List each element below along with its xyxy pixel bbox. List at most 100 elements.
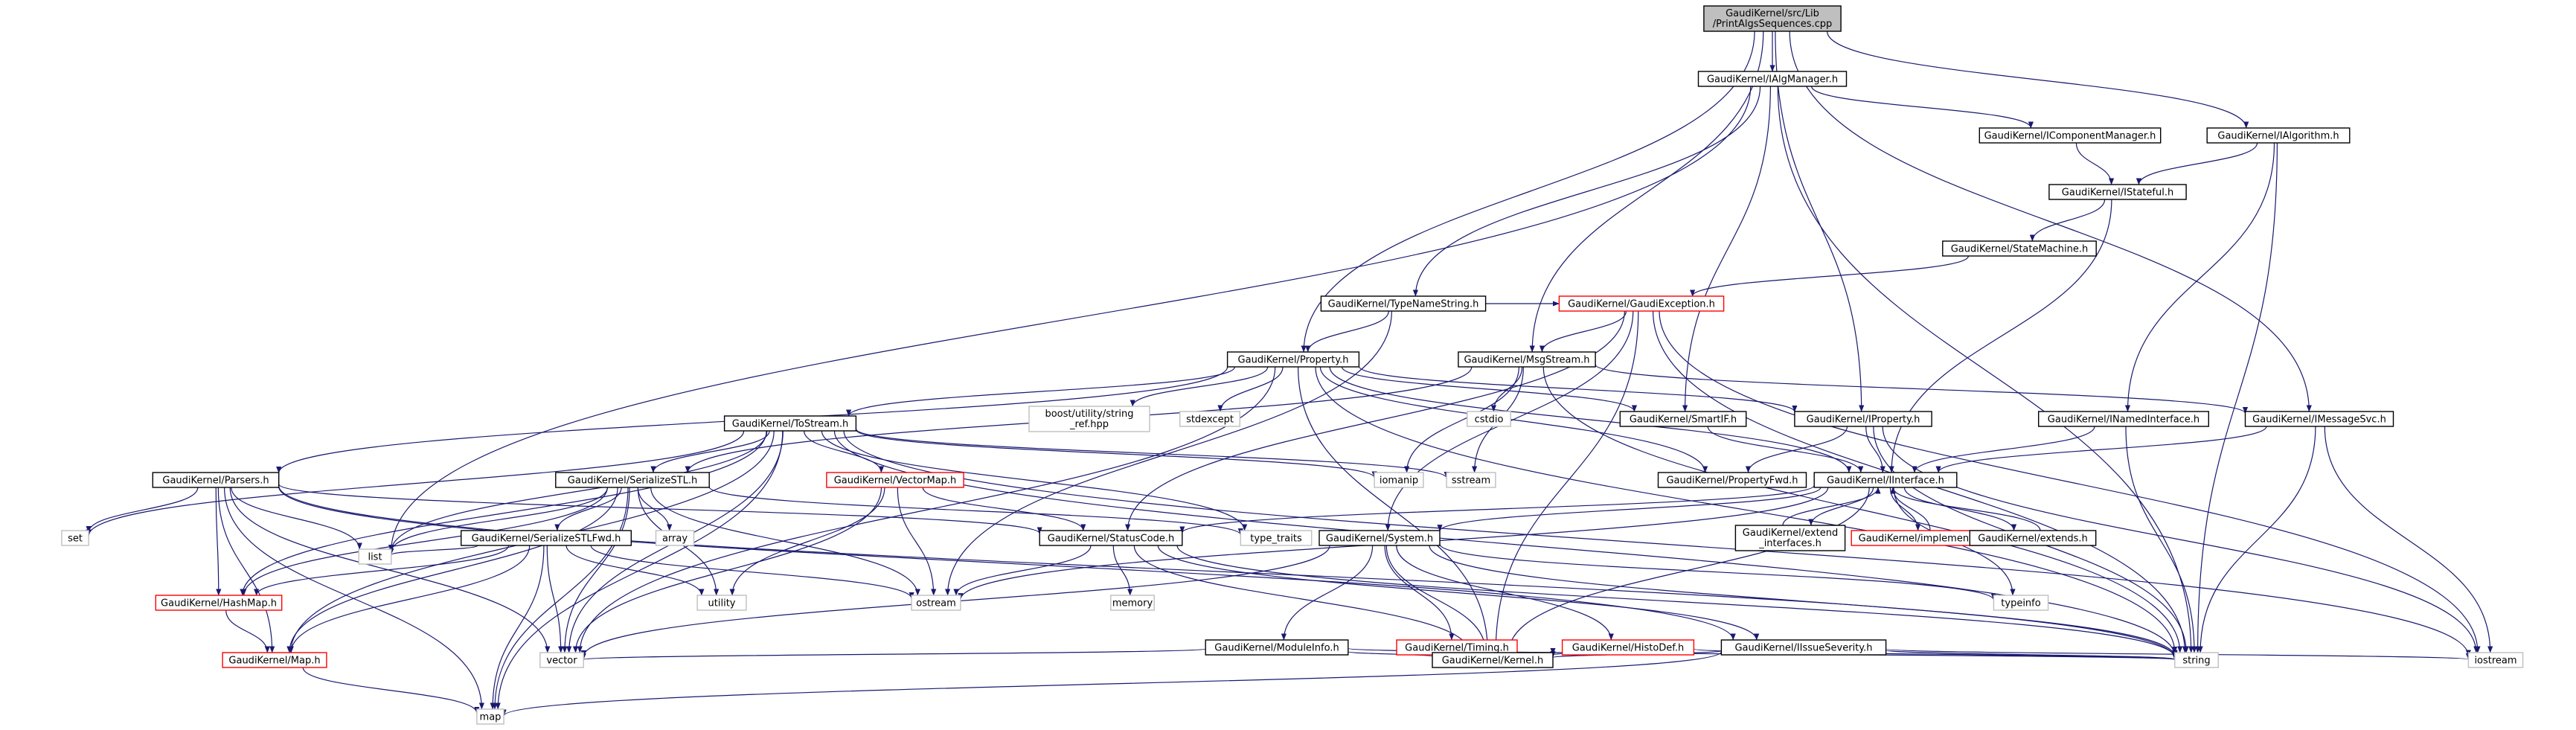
edge-line: [492, 487, 629, 710]
node-extends[interactable]: GaudiKernel/extends.h: [1969, 530, 2097, 546]
edge-line: [302, 667, 480, 714]
node-label: GaudiKernel/IProperty.h: [1807, 414, 1920, 426]
edge-line: [1315, 366, 2178, 653]
node-stdexcept: stdexcept: [1179, 411, 1240, 427]
edge-statuscode-to-issueseverity: [1157, 545, 1760, 641]
node-box: [1734, 525, 1846, 551]
node-gaudiexception[interactable]: GaudiKernel/GaudiException.h: [1558, 295, 1725, 312]
node-serializestl[interactable]: GaudiKernel/SerializeSTL.h: [555, 472, 710, 488]
edge-line: [953, 545, 1092, 596]
node-property[interactable]: GaudiKernel/Property.h: [1226, 351, 1360, 368]
node-iproperty[interactable]: GaudiKernel/IProperty.h: [1794, 411, 1932, 427]
edge-line: [1903, 487, 2017, 531]
node-inamedinterface[interactable]: GaudiKernel/INamedInterface.h: [2037, 411, 2209, 427]
edge-tostream-to-hashmap: [240, 430, 767, 596]
edge-line: [1384, 545, 1455, 641]
node-ialgorithm[interactable]: GaudiKernel/IAlgorithm.h: [2206, 127, 2351, 144]
node-box: [1561, 639, 1695, 656]
node-tostream[interactable]: GaudiKernel/ToStream.h: [723, 415, 857, 432]
edge-line: [1707, 426, 1864, 473]
edge-line: [286, 487, 618, 653]
edge-line: [2195, 142, 2278, 653]
node-label: GaudiKernel/Map.h: [228, 656, 320, 667]
node-iinterface[interactable]: GaudiKernel/IInterface.h: [1813, 472, 1958, 488]
edge-line: [1888, 199, 2112, 473]
node-label: map: [480, 712, 502, 723]
edge-line: [1827, 31, 2249, 129]
edge-line: [1385, 545, 1489, 653]
edge-line: [86, 487, 199, 533]
edge-statuscode-to-string: [1176, 545, 2178, 659]
edge-tostream-to-sstream: [855, 428, 1449, 478]
edge-ialgorithm-to-inamedinterface: [2124, 142, 2275, 412]
edge-line: [217, 487, 275, 653]
edge-line: [231, 487, 362, 550]
edge-line: [388, 545, 478, 556]
edge-vectormap-to-ostream: [897, 487, 937, 596]
edge-inamedinterface-to-iinterface: [1912, 426, 2095, 473]
edge-line: [1890, 487, 2041, 531]
node-timing[interactable]: GaudiKernel/Timing.h: [1396, 639, 1518, 656]
node-label: _interfaces.h: [1758, 538, 1822, 549]
node-msgstream[interactable]: GaudiKernel/MsgStream.h: [1458, 351, 1596, 368]
edge-serializestlfwd-to-list: [388, 545, 478, 556]
edge-serializestl-to-map: [492, 487, 629, 710]
node-ialgmanager[interactable]: GaudiKernel/IAlgManager.h: [1697, 71, 1848, 87]
edge-serializestl-to-list: [388, 487, 608, 552]
node-serializestlfwd[interactable]: GaudiKernel/SerializeSTLFwd.h: [461, 530, 632, 546]
edge-line: [1775, 31, 1865, 412]
edge-tostream-to-iomanip: [855, 429, 1377, 478]
edge-line: [1404, 366, 1519, 473]
node-imessagesvc[interactable]: GaudiKernel/IMessageSvc.h: [2244, 411, 2394, 427]
edge-line: [1493, 310, 1639, 653]
node-propertyfwd[interactable]: GaudiKernel/PropertyFwd.h: [1657, 472, 1807, 488]
edge-histodef-to-kernel: [1550, 647, 1563, 655]
node-box: [555, 472, 710, 488]
node-vectormap[interactable]: GaudiKernel/VectorMap.h: [826, 472, 964, 488]
edge-statemachine-to-gaudiexception: [1690, 255, 1969, 297]
node-icomponentmanager[interactable]: GaudiKernel/IComponentManager.h: [1979, 127, 2162, 144]
edge-moduleinfo-to-kernel: [1348, 650, 1435, 657]
node-label: type_traits: [1250, 534, 1302, 545]
node-label: GaudiKernel/Timing.h: [1405, 643, 1509, 654]
node-box: [2467, 652, 2524, 668]
edge-line: [388, 487, 608, 552]
edge-line: [1305, 310, 1389, 353]
node-extend-interfaces[interactable]: GaudiKernel/extend_interfaces.h: [1734, 525, 1846, 551]
node-statuscode[interactable]: GaudiKernel/StatusCode.h: [1039, 530, 1183, 546]
node-string: string: [2174, 652, 2219, 668]
node-map[interactable]: GaudiKernel/Map.h: [222, 652, 327, 668]
edge-moduleinfo-to-vector: [581, 648, 1206, 661]
node-parsers[interactable]: GaudiKernel/Parsers.h: [152, 472, 280, 488]
node-map: map: [476, 708, 504, 725]
node-box: [1039, 530, 1183, 546]
node-moduleinfo[interactable]: GaudiKernel/ModuleInfo.h: [1205, 639, 1349, 656]
edge-line: [1429, 545, 2178, 658]
node-label: iomanip: [1380, 476, 1418, 487]
node-histodef[interactable]: GaudiKernel/HistoDef.h: [1561, 639, 1695, 656]
node-box: [1720, 639, 1887, 656]
node-typenamestring[interactable]: GaudiKernel/TypeNameString.h: [1320, 295, 1487, 312]
edge-line: [637, 487, 673, 531]
node-statemachine[interactable]: GaudiKernel/StateMachine.h: [1942, 240, 2097, 257]
node-istateful[interactable]: GaudiKernel/IStateful.h: [2048, 184, 2187, 200]
edge-system-to-typeinfo: [1439, 543, 1996, 601]
node-root[interactable]: GaudiKernel/src/Lib/PrintAlgsSequences.c…: [1703, 5, 1842, 32]
node-issueseverity[interactable]: GaudiKernel/IIssueSeverity.h: [1720, 639, 1887, 656]
edge-line: [1745, 426, 1848, 473]
edge-line: [1341, 366, 1637, 412]
node-box: [155, 595, 283, 611]
node-box: [696, 595, 747, 611]
edge-inamedinterface-to-string: [2125, 426, 2197, 653]
edge-map-to-map: [302, 667, 480, 714]
node-smartif[interactable]: GaudiKernel/SmartIF.h: [1619, 411, 1747, 427]
edge-istateful-to-iinterface: [1888, 199, 2112, 473]
edge-line: [254, 545, 509, 596]
edge-line: [1490, 366, 1523, 412]
node-system[interactable]: GaudiKernel/System.h: [1319, 530, 1441, 546]
edge-ialgorithm-to-istateful: [2136, 142, 2258, 185]
node-kernel[interactable]: GaudiKernel/Kernel.h: [1432, 652, 1554, 668]
edge-system-to-moduleinfo: [1281, 545, 1374, 641]
node-hashmap[interactable]: GaudiKernel/HashMap.h: [155, 595, 283, 611]
node-implements[interactable]: GaudiKernel/implements.h: [1851, 530, 1995, 546]
